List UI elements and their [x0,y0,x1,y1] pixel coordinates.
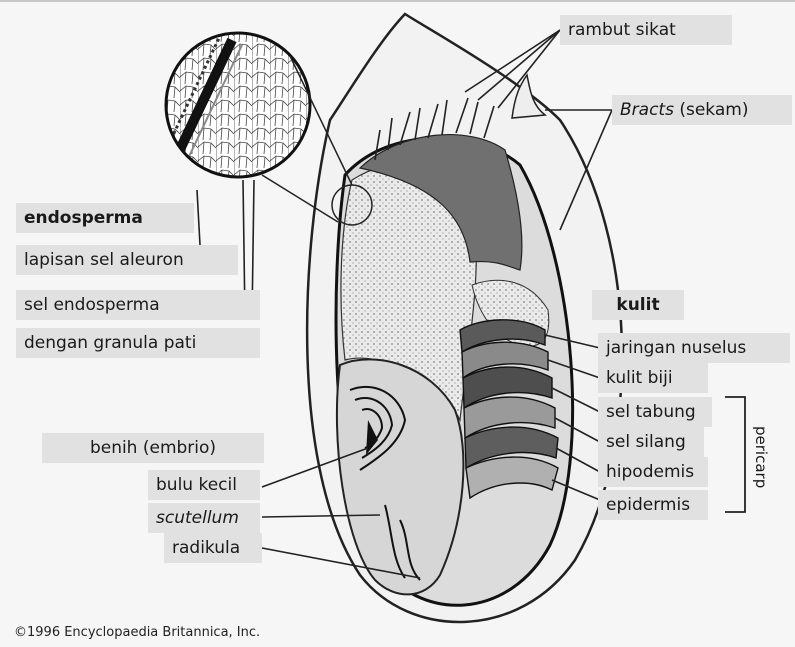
label-jaringan-nuselus: jaringan nuselus [598,333,790,363]
label-granula-pati: dengan granula pati [16,328,260,358]
label-lapisan-sel-aleuron: lapisan sel aleuron [16,245,238,275]
label-endosperma: endosperma [16,203,194,233]
copyright-text: ©1996 Encyclopaedia Britannica, Inc. [14,625,260,640]
label-sel-silang: sel silang [598,427,704,457]
label-sel-tabung: sel tabung [598,397,712,427]
label-sel-endosperma: sel endosperma [16,290,260,320]
label-bracts-rest: (sekam) [674,100,749,120]
label-pericarp: pericarp [748,402,774,512]
magnifier [160,30,320,190]
label-scutellum: scutellum [148,503,260,533]
label-benih-embrio: benih (embrio) [42,433,264,463]
label-hipodemis: hipodemis [598,457,708,487]
label-kulit: kulit [592,290,684,320]
label-epidermis: epidermis [598,490,708,520]
label-bulu-kecil: bulu kecil [148,470,260,500]
label-rambut-sikat: rambut sikat [560,15,732,45]
label-bracts: Bracts (sekam) [612,95,792,125]
bract-tip-right [512,75,545,118]
pericarp-bracket [725,397,745,512]
label-bracts-italic: Bracts [620,100,674,120]
label-kulit-biji: kulit biji [598,363,708,393]
label-radikula: radikula [164,533,262,563]
